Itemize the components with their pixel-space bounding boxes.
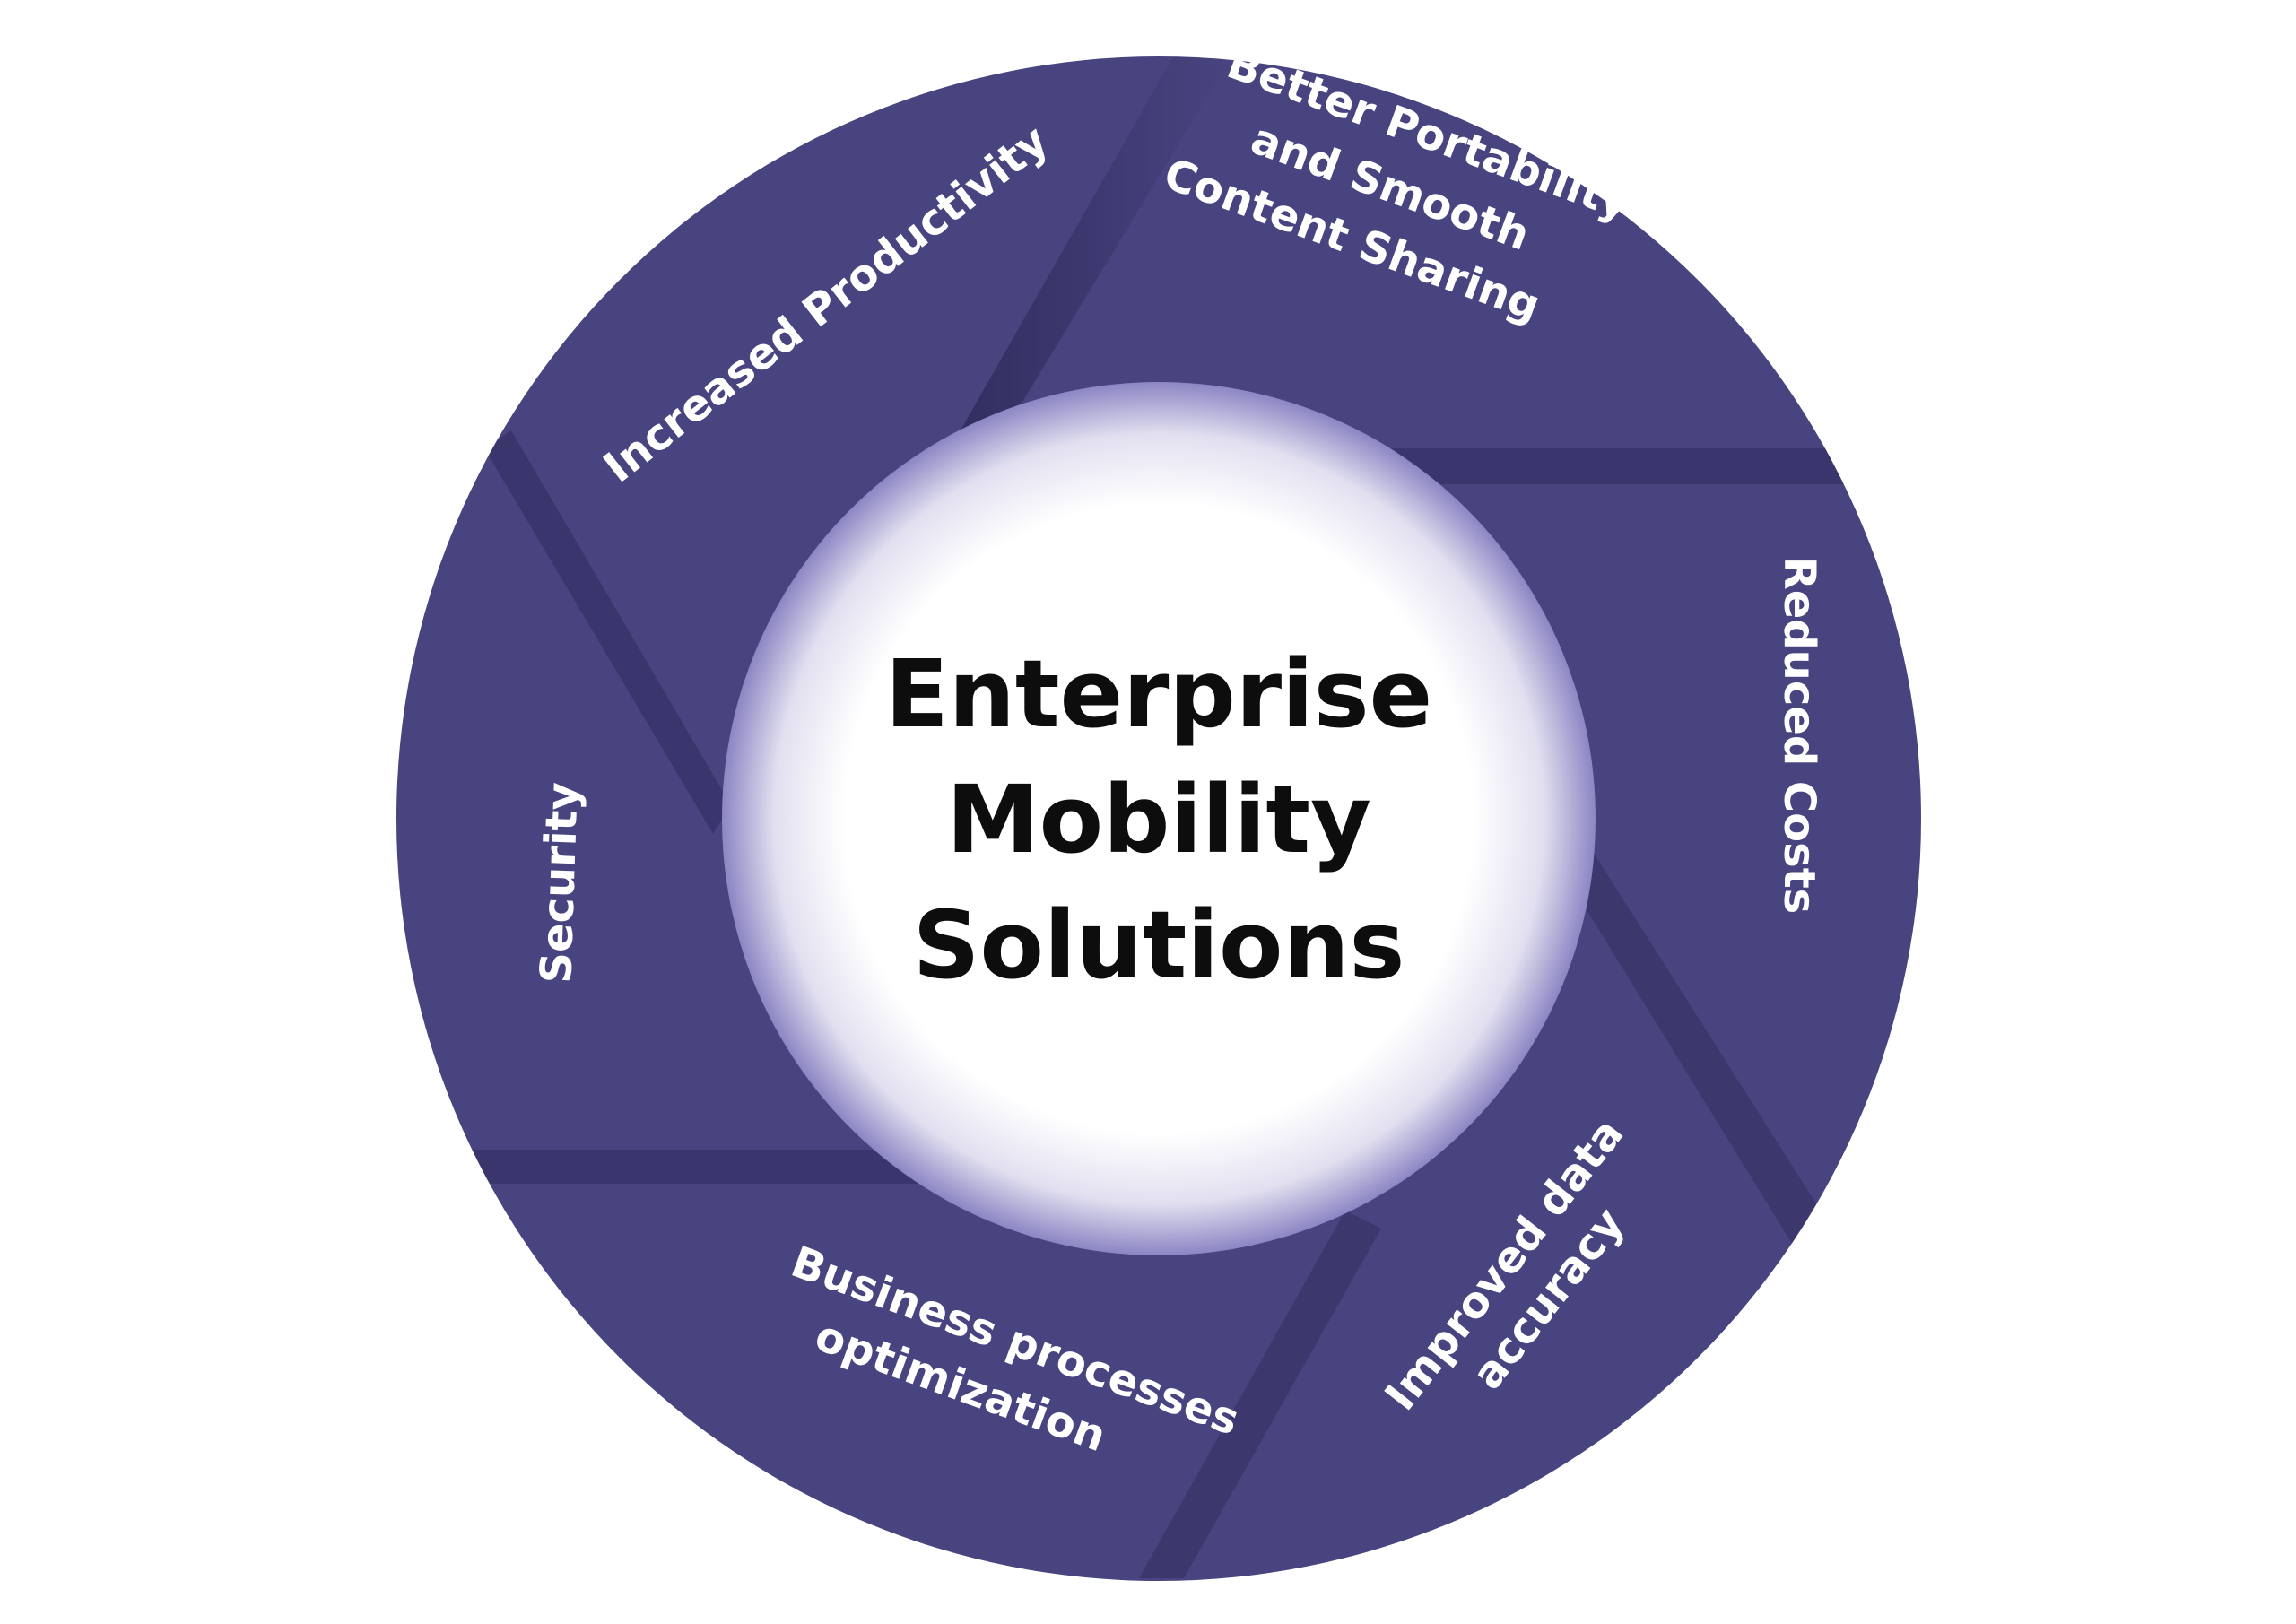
segment-reduced-costs: Reduced Costs [1774, 557, 1824, 914]
center-title-line-3: Solutions [913, 890, 1405, 1000]
segment-security: Security [531, 781, 588, 984]
seam-top [961, 56, 1233, 429]
seam-upper-right [1386, 448, 1848, 484]
segment-label-security: Security [531, 781, 588, 984]
seam-right [1578, 850, 1821, 1246]
seam-left [484, 430, 731, 834]
center-circle [722, 382, 1596, 1255]
seam-lower-left [471, 1150, 933, 1184]
blade-seams [471, 56, 1848, 1578]
center-title-line-2: Mobility [946, 765, 1371, 874]
segment-label-reduced-costs: Reduced Costs [1774, 557, 1824, 914]
seam-bottom [1139, 1211, 1381, 1578]
center-title-line-1: Enterprise [885, 639, 1432, 749]
